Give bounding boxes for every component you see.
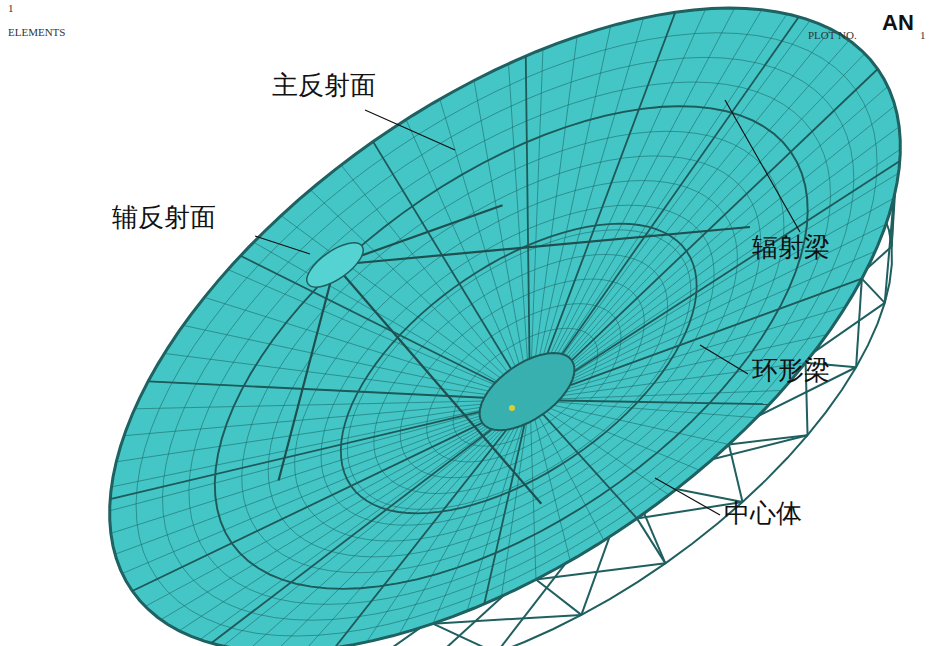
software-logo: AN — [882, 12, 914, 34]
rib — [547, 12, 675, 353]
origin-mark — [509, 405, 515, 411]
rib — [570, 279, 862, 386]
truss-bar — [433, 624, 496, 646]
leader-line — [365, 110, 455, 150]
mesh-line — [248, 430, 496, 646]
ring-rib — [215, 106, 808, 589]
rib — [526, 56, 530, 359]
strut — [335, 227, 750, 265]
part-label: 辐射梁 — [752, 234, 830, 260]
radial-ribs — [110, 12, 900, 646]
rib — [211, 429, 492, 643]
leader-line — [725, 100, 800, 232]
mesh-line — [400, 279, 644, 478]
part-label: 中心体 — [724, 500, 802, 526]
rib — [559, 401, 770, 405]
mesh-line — [374, 254, 668, 493]
rib — [148, 381, 484, 397]
mesh-line — [136, 33, 877, 636]
strut — [335, 265, 541, 504]
mesh-line — [570, 279, 862, 386]
ring-rib — [341, 224, 697, 514]
leader-lines — [255, 100, 800, 515]
mesh-line — [268, 156, 761, 557]
struts — [279, 205, 750, 503]
mesh-line — [275, 430, 499, 646]
truss-bar — [637, 518, 665, 563]
mesh-line — [427, 304, 621, 462]
mesh-line — [132, 423, 482, 591]
truss-bar — [729, 435, 808, 444]
truss-bar — [729, 444, 743, 502]
rib — [562, 17, 799, 354]
rib — [132, 423, 482, 591]
leader-line — [700, 345, 748, 374]
truss-bar — [862, 279, 885, 303]
strut — [279, 265, 335, 481]
reflector-mesh — [110, 8, 901, 646]
part-label: 辅反射面 — [112, 204, 216, 230]
mesh-line — [335, 430, 507, 646]
mesh-line — [162, 57, 853, 620]
plot-number: 1 — [920, 30, 926, 41]
sub-reflector — [300, 235, 370, 296]
mesh-line — [148, 381, 484, 397]
leader-line — [655, 478, 720, 515]
mesh-line — [189, 82, 831, 604]
mesh-line — [321, 205, 714, 525]
part-label: 主反射面 — [272, 72, 376, 98]
main-reflector — [110, 8, 900, 646]
rib — [335, 430, 507, 646]
hub — [480, 353, 575, 430]
plot-type: ELEMENTS — [8, 27, 65, 38]
plot-index: 1 — [8, 3, 14, 14]
plot-number-label: PLOT NO. — [808, 30, 857, 41]
part-label: 环形梁 — [752, 357, 830, 383]
leader-line — [255, 236, 310, 254]
mesh-line — [215, 107, 807, 589]
truss-bar — [536, 580, 581, 615]
mesh-line — [242, 131, 784, 572]
truss-bar — [856, 279, 862, 368]
rib — [110, 412, 479, 499]
mesh-line — [547, 12, 675, 353]
rib — [240, 256, 495, 383]
mesh-line — [110, 8, 901, 646]
